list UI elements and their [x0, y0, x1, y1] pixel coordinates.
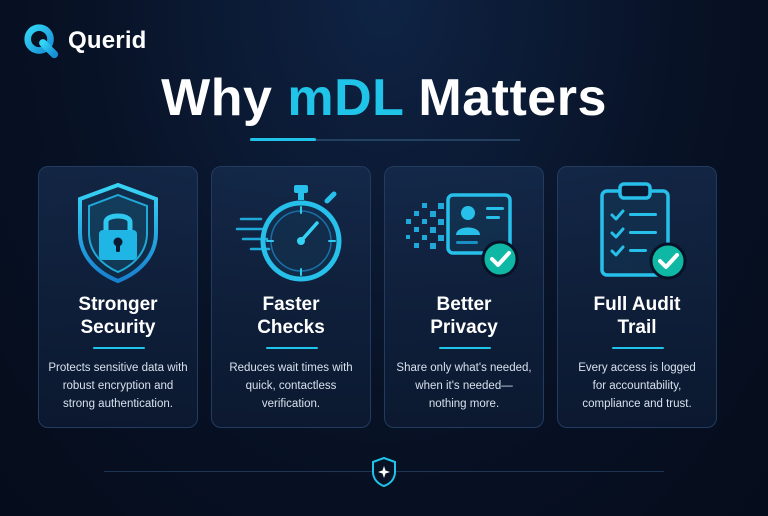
card-description: Share only what's needed, when it's need…	[396, 362, 532, 410]
title-accent: mDL	[287, 69, 404, 127]
card-divider	[266, 347, 318, 349]
card-description: Reduces wait times with quick, contactle…	[229, 362, 353, 410]
title-divider-highlight	[250, 138, 316, 141]
shield-lock-icon	[78, 182, 158, 284]
card-divider	[93, 347, 145, 349]
title-prefix: Why	[161, 69, 288, 127]
page-title: Why mDL Matters	[0, 68, 768, 128]
card-title: Better Privacy	[430, 294, 498, 338]
card-stronger-security: Stronger Security Protects sensitive dat…	[38, 166, 198, 428]
stopwatch-icon	[235, 185, 342, 282]
title-divider	[250, 138, 520, 141]
id-card-check-icon	[406, 193, 519, 278]
querid-logo-icon	[24, 24, 59, 59]
clipboard-check-icon	[600, 182, 687, 280]
card-divider	[439, 347, 491, 349]
card-divider	[612, 347, 664, 349]
card-title: Full Audit Trail	[593, 294, 681, 338]
card-description: Every access is logged for accountabilit…	[578, 362, 696, 410]
card-faster-checks: Faster Checks Reduces wait times with qu…	[211, 166, 371, 428]
feature-cards: Stronger Security Protects sensitive dat…	[38, 166, 717, 428]
card-title: Faster Checks	[257, 294, 325, 338]
card-title: Stronger Security	[78, 294, 158, 338]
card-better-privacy: Better Privacy Share only what's needed,…	[384, 166, 544, 428]
shield-star-icon	[372, 456, 396, 488]
title-suffix: Matters	[403, 69, 607, 127]
brand-logo: Querid	[22, 22, 147, 60]
card-full-audit-trail: Full Audit Trail Every access is logged …	[557, 166, 717, 428]
brand-name: Querid	[68, 27, 147, 54]
card-description: Protects sensitive data with robust encr…	[48, 362, 188, 410]
